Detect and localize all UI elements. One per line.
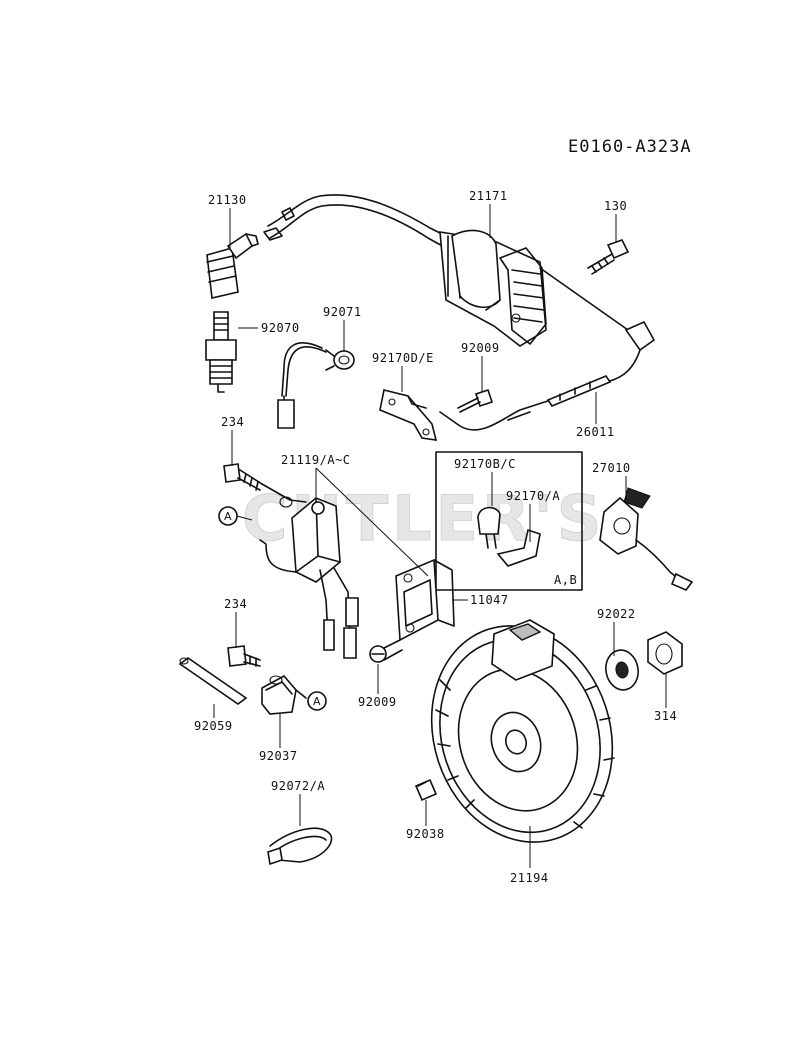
spark-plug-cap-part[interactable] [206,232,259,299]
bracket-11047-part[interactable] [395,558,455,642]
ref-marker-a-right: A [307,691,327,711]
pin-92059-part[interactable] [178,657,248,705]
cable-tie-part[interactable] [267,827,333,866]
label-130[interactable]: 130 [604,199,627,213]
nut-314-part[interactable] [647,631,683,675]
label-92037[interactable]: 92037 [259,749,298,763]
woodruff-key-part[interactable] [414,778,438,802]
label-21119[interactable]: 21119/A~C [281,453,351,467]
ht-lead [263,194,451,249]
clip-92037-part[interactable] [261,674,307,715]
control-unit-part[interactable] [259,483,359,659]
label-92170a[interactable]: 92170/A [506,489,560,503]
grommet-part[interactable] [325,349,355,371]
label-92038[interactable]: 92038 [406,827,445,841]
bolt-234-lower-part[interactable] [227,645,261,667]
washer-92022-part[interactable] [603,648,641,693]
label-21194[interactable]: 21194 [510,871,549,885]
label-21130[interactable]: 21130 [208,193,247,207]
label-92072a[interactable]: 92072/A [271,779,325,793]
bolt-234-upper-part[interactable] [223,463,263,491]
label-92059[interactable]: 92059 [194,719,233,733]
label-21171[interactable]: 21171 [469,189,508,203]
label-92070[interactable]: 92070 [261,321,300,335]
screw-92009-lower-part[interactable] [369,639,403,663]
bolt-130-part[interactable] [587,239,630,275]
flywheel-part[interactable] [404,602,639,866]
stop-wire [439,267,656,431]
stop-switch-part[interactable] [599,487,694,591]
label-26011[interactable]: 26011 [576,425,615,439]
detail-box-clamps [435,451,583,591]
ignition-coil-part[interactable] [439,229,547,347]
ground-wire-part[interactable] [277,342,327,429]
label-314[interactable]: 314 [654,709,677,723]
clamp-92170de-part[interactable] [379,389,438,441]
ref-marker-a-left: A [218,506,253,526]
label-92170bc[interactable]: 92170B/C [454,457,516,471]
label-92022[interactable]: 92022 [597,607,636,621]
label-92071[interactable]: 92071 [323,305,362,319]
label-ab[interactable]: A,B [554,573,577,587]
diagram-code: E0160-A323A [568,137,692,157]
label-92009-upper[interactable]: 92009 [461,341,500,355]
label-234-upper[interactable]: 234 [221,415,244,429]
part-labels: 21130 21171 130 92070 92071 92170D/E 920… [194,189,677,885]
leader-lines [213,204,667,868]
svg-text:A: A [224,510,232,523]
label-27010[interactable]: 27010 [592,461,631,475]
label-92170de[interactable]: 92170D/E [372,351,434,365]
spark-plug-part[interactable] [205,311,237,393]
svg-text:A: A [313,695,321,708]
label-92009-lower[interactable]: 92009 [358,695,397,709]
screw-92009-upper-part[interactable] [457,388,494,413]
label-234-lower[interactable]: 234 [224,597,247,611]
label-11047[interactable]: 11047 [470,593,509,607]
